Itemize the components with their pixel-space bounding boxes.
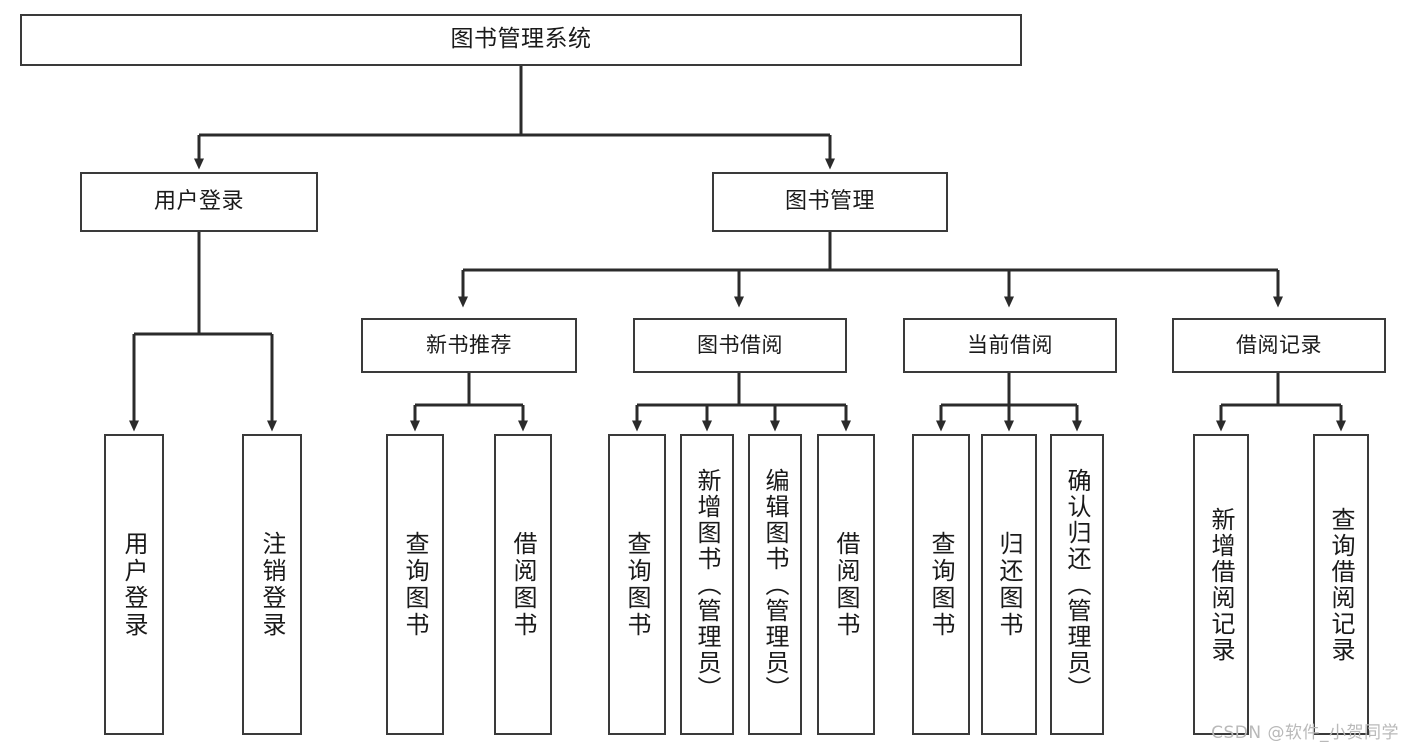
node-label: 注销登录 [258, 530, 286, 639]
node-label: 借阅记录 [1236, 332, 1322, 357]
node-label: 图书管理系统 [450, 26, 592, 53]
node-label: 新增图书（管理员） [693, 467, 721, 702]
leaf-confirm-return-admin[interactable]: 确认归还（管理员） [1050, 434, 1104, 735]
leaf-borrow-book-recommend[interactable]: 借阅图书 [494, 434, 552, 735]
leaf-add-book-admin[interactable]: 新增图书（管理员） [680, 434, 734, 735]
leaf-user-login[interactable]: 用户登录 [104, 434, 164, 735]
node-label: 图书借阅 [697, 332, 783, 357]
node-borrow-record[interactable]: 借阅记录 [1172, 318, 1386, 373]
node-label: 归还图书 [995, 530, 1023, 639]
node-label: 编辑图书（管理员） [761, 467, 789, 702]
node-label: 借阅图书 [509, 530, 537, 639]
leaf-borrow-book[interactable]: 借阅图书 [817, 434, 875, 735]
leaf-return-book[interactable]: 归还图书 [981, 434, 1037, 735]
leaf-query-book-current[interactable]: 查询图书 [912, 434, 970, 735]
node-new-book-recommend[interactable]: 新书推荐 [361, 318, 577, 373]
node-label: 查询图书 [623, 530, 651, 639]
node-root-system[interactable]: 图书管理系统 [20, 14, 1022, 66]
leaf-edit-book-admin[interactable]: 编辑图书（管理员） [748, 434, 802, 735]
node-user-login[interactable]: 用户登录 [80, 172, 318, 232]
node-label: 新书推荐 [426, 332, 512, 357]
csdn-watermark: CSDN @软件_小贺同学 [1211, 723, 1399, 743]
node-label: 用户登录 [120, 530, 148, 639]
node-label: 确认归还（管理员） [1063, 467, 1091, 702]
node-label: 新增借阅记录 [1207, 506, 1235, 663]
node-label: 用户登录 [153, 188, 244, 214]
leaf-query-book-recommend[interactable]: 查询图书 [386, 434, 444, 735]
node-label: 查询图书 [927, 530, 955, 639]
node-book-management[interactable]: 图书管理 [712, 172, 948, 232]
node-current-borrow[interactable]: 当前借阅 [903, 318, 1117, 373]
node-label: 图书管理 [784, 188, 875, 214]
node-label: 当前借阅 [967, 332, 1053, 357]
leaf-logout[interactable]: 注销登录 [242, 434, 302, 735]
node-label: 借阅图书 [832, 530, 860, 639]
leaf-query-borrow-record[interactable]: 查询借阅记录 [1313, 434, 1369, 735]
node-book-borrow[interactable]: 图书借阅 [633, 318, 847, 373]
leaf-query-book-borrow[interactable]: 查询图书 [608, 434, 666, 735]
leaf-add-borrow-record[interactable]: 新增借阅记录 [1193, 434, 1249, 735]
node-label: 查询借阅记录 [1327, 506, 1355, 663]
node-label: 查询图书 [401, 530, 429, 639]
